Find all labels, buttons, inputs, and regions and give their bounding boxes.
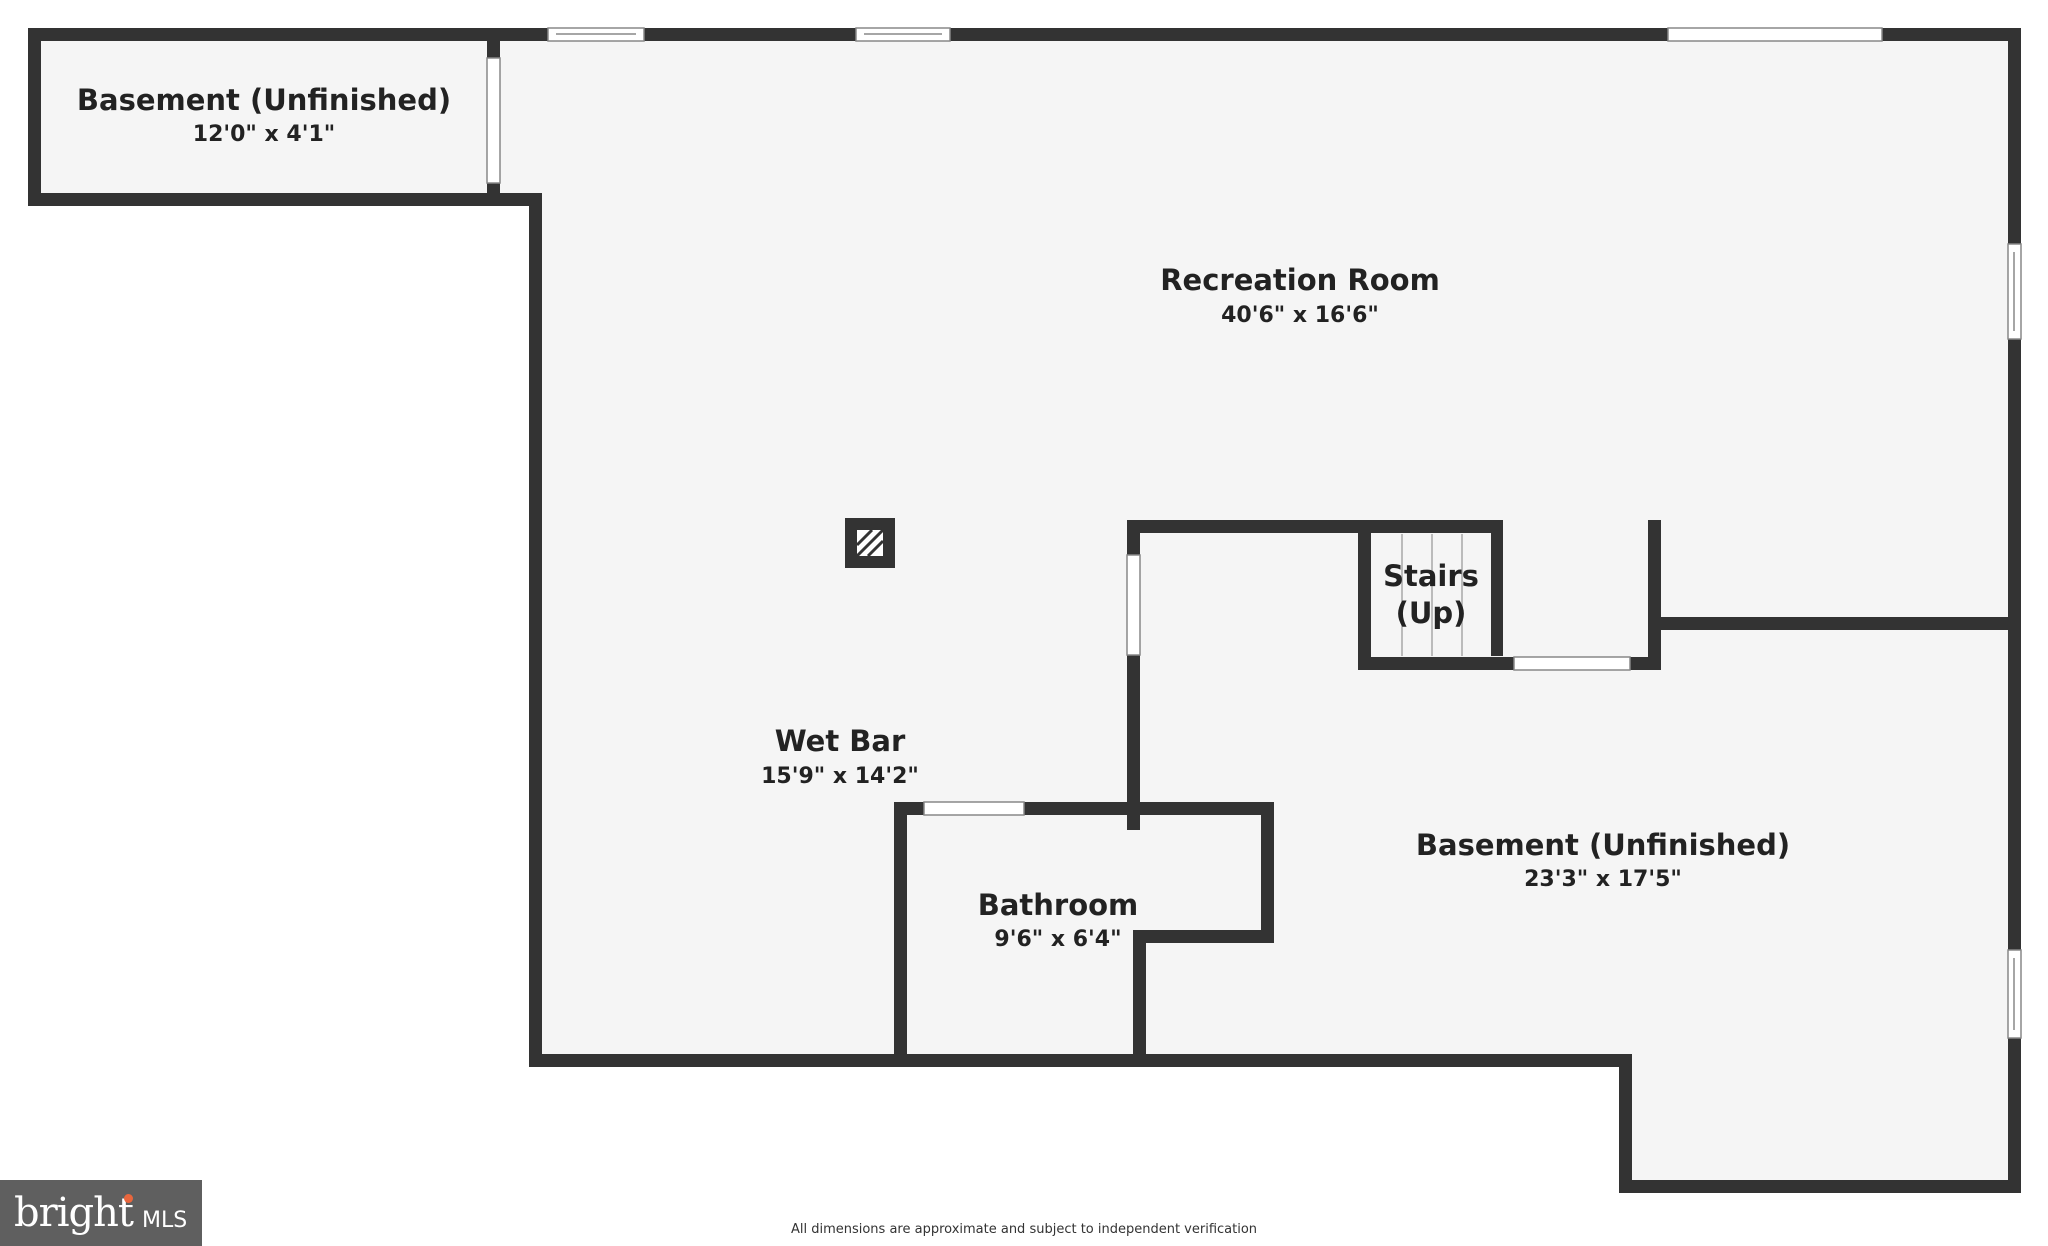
logo-brand-text: bright (14, 1190, 134, 1236)
room-name-basement-small: Basement (Unfinished) (77, 83, 451, 117)
room-name-bathroom: Bathroom (978, 888, 1139, 922)
room-dimensions-wet-bar: 15'9" x 14'2" (761, 764, 919, 789)
stair-treads (1401, 534, 1463, 656)
room-name-stairs: Stairs (1383, 559, 1479, 593)
bright-mls-logo: bright MLS (0, 1180, 202, 1246)
windows (486, 27, 2022, 1039)
floor-area (36, 36, 2013, 1185)
room-name-basement-large: Basement (Unfinished) (1416, 828, 1790, 862)
room-name-stairs-direction: (Up) (1396, 596, 1467, 630)
column-icon (855, 528, 885, 558)
room-dimensions-basement-small: 12'0" x 4'1" (193, 122, 335, 147)
room-name-wet-bar: Wet Bar (775, 724, 906, 758)
room-name-recreation-room: Recreation Room (1160, 263, 1440, 297)
room-dimensions-recreation-room: 40'6" x 16'6" (1221, 303, 1379, 328)
logo-accent-icon (124, 1194, 133, 1203)
disclaimer-text: All dimensions are approximate and subje… (790, 1222, 1258, 1237)
room-dimensions-basement-large: 23'3" x 17'5" (1524, 867, 1682, 892)
room-dimensions-bathroom: 9'6" x 6'4" (994, 927, 1121, 952)
logo-suffix-text: MLS (142, 1208, 188, 1233)
